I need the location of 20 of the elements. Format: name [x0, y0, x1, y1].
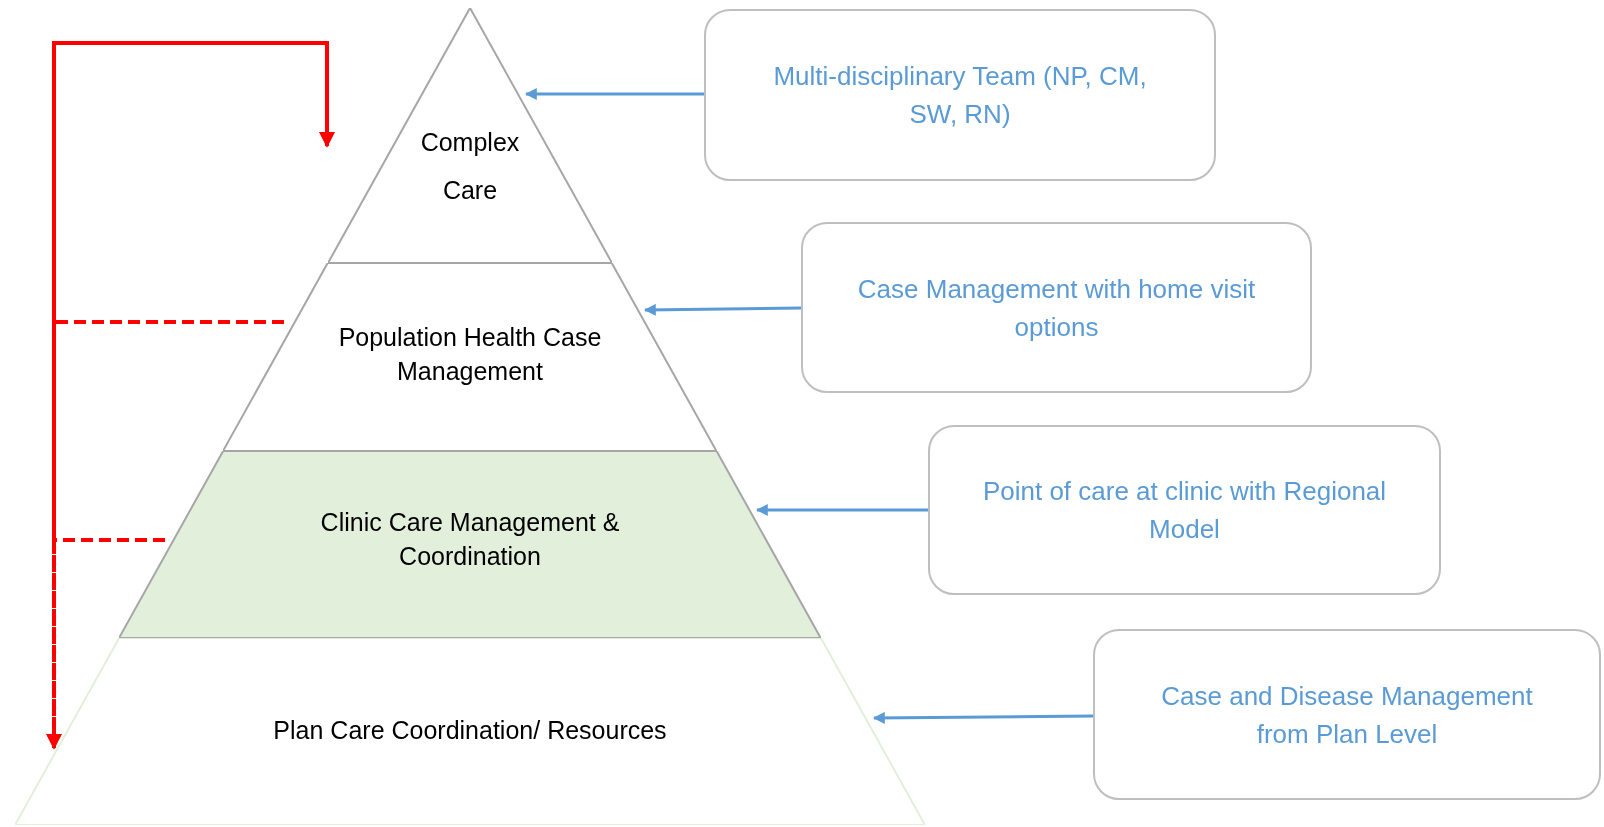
- box-text: Case and Disease Management from Plan Level: [1160, 679, 1534, 751]
- box-text: Point of care at clinic with Regional Model: [981, 475, 1388, 546]
- arrow: [643, 303, 802, 316]
- pyramid-tier: [119, 451, 821, 638]
- rounded-box: [928, 425, 1441, 595]
- tier-label: Complex Care: [419, 127, 521, 206]
- box-text: Case Management with home visit options: [856, 272, 1257, 344]
- rounded-box: [1093, 629, 1601, 800]
- tier-label: Clinic Care Management & Coordination: [319, 507, 621, 572]
- box-text: Multi-disciplinary Team (NP, CM, SW, RN): [772, 60, 1148, 131]
- arrow: [872, 711, 1093, 724]
- rounded-box: [801, 222, 1312, 393]
- rounded-box: [704, 9, 1216, 181]
- pyramid-tier: [328, 8, 612, 263]
- pyramid-tier: [223, 263, 717, 451]
- arrow: [524, 88, 704, 100]
- arrow: [755, 504, 928, 516]
- tier-label: Population Health Case Management: [337, 322, 603, 387]
- pyramid-tier: [15, 638, 925, 825]
- tier-label: Plan Care Coordination/ Resources: [272, 715, 668, 746]
